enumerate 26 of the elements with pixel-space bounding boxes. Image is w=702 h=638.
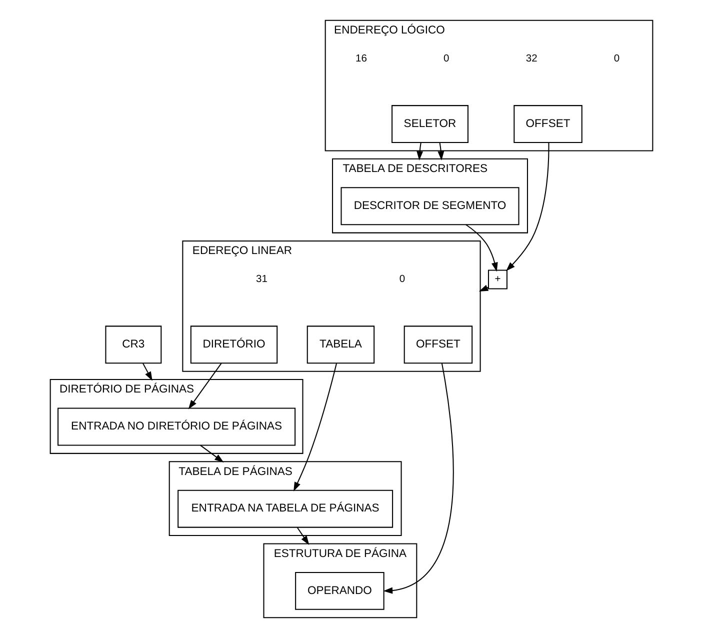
node-box: SELETOR	[391, 105, 468, 143]
node-box: DESCRITOR DE SEGMENTO	[340, 187, 519, 226]
node-box: CR3	[104, 326, 162, 364]
node-box: ENTRADA NO DIRETÓRIO DE PÁGINAS	[57, 408, 296, 446]
arrow	[200, 444, 224, 463]
label: 0	[613, 53, 620, 64]
label: 0	[398, 274, 405, 286]
label: 31	[256, 274, 267, 286]
label: 32	[525, 53, 537, 64]
node-box: DIRETÓRIO	[190, 326, 278, 364]
arrow	[465, 224, 498, 272]
label: 0	[443, 53, 449, 64]
arrow	[293, 363, 336, 492]
node-box: ENTRADA NA TABELA DE PÁGINAS	[177, 490, 393, 528]
node-box: OPERANDO	[294, 572, 384, 610]
arrow	[505, 142, 549, 272]
arrow	[382, 363, 454, 594]
arrow	[188, 363, 222, 410]
arrow	[416, 142, 423, 160]
node-box: TABELA	[306, 326, 374, 364]
arrow	[142, 363, 152, 381]
node-box: OFFSET	[513, 105, 582, 143]
arrow	[296, 527, 309, 546]
arrow	[437, 142, 444, 160]
node-box: OFFSET	[403, 326, 472, 364]
label: 16	[355, 53, 366, 64]
